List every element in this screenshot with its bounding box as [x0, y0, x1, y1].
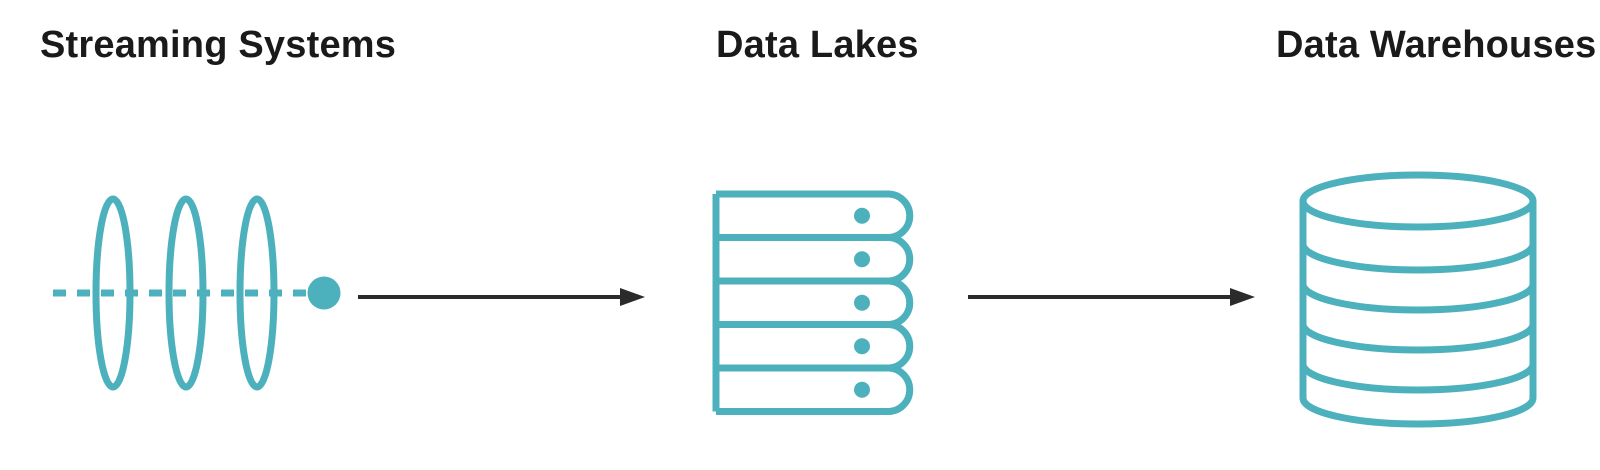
cylinder-bottom	[1299, 397, 1537, 428]
node-label-streaming-systems: Streaming Systems	[40, 24, 397, 66]
stream-dot	[307, 276, 341, 310]
stream-ring-3	[236, 195, 278, 391]
stack-dot-3	[854, 294, 870, 311]
stack-rounded-ends	[887, 190, 914, 415]
stack-shelf-lines	[716, 190, 888, 415]
cylinder-top	[1299, 171, 1537, 231]
stacked-logs-icon	[712, 190, 914, 415]
stack-dot-4	[854, 338, 870, 355]
stream-pulse-icon	[53, 195, 341, 391]
arrow-lakes-to-warehouses-icon	[968, 288, 1255, 306]
stream-ring-1	[92, 195, 134, 391]
cylinder-band-lines	[1299, 243, 1537, 394]
database-cylinder-icon	[1299, 171, 1537, 428]
arrow-streaming-to-lakes-icon	[358, 288, 645, 306]
stream-ring-2	[165, 195, 207, 391]
arrow-head	[1230, 288, 1255, 306]
node-label-data-warehouses: Data Warehouses	[1276, 24, 1597, 66]
arrow-head	[620, 288, 645, 306]
stack-dot-5	[854, 381, 870, 398]
node-label-data-lakes: Data Lakes	[716, 24, 919, 66]
stack-dot-1	[854, 207, 870, 224]
stack-dot-2	[854, 251, 870, 268]
